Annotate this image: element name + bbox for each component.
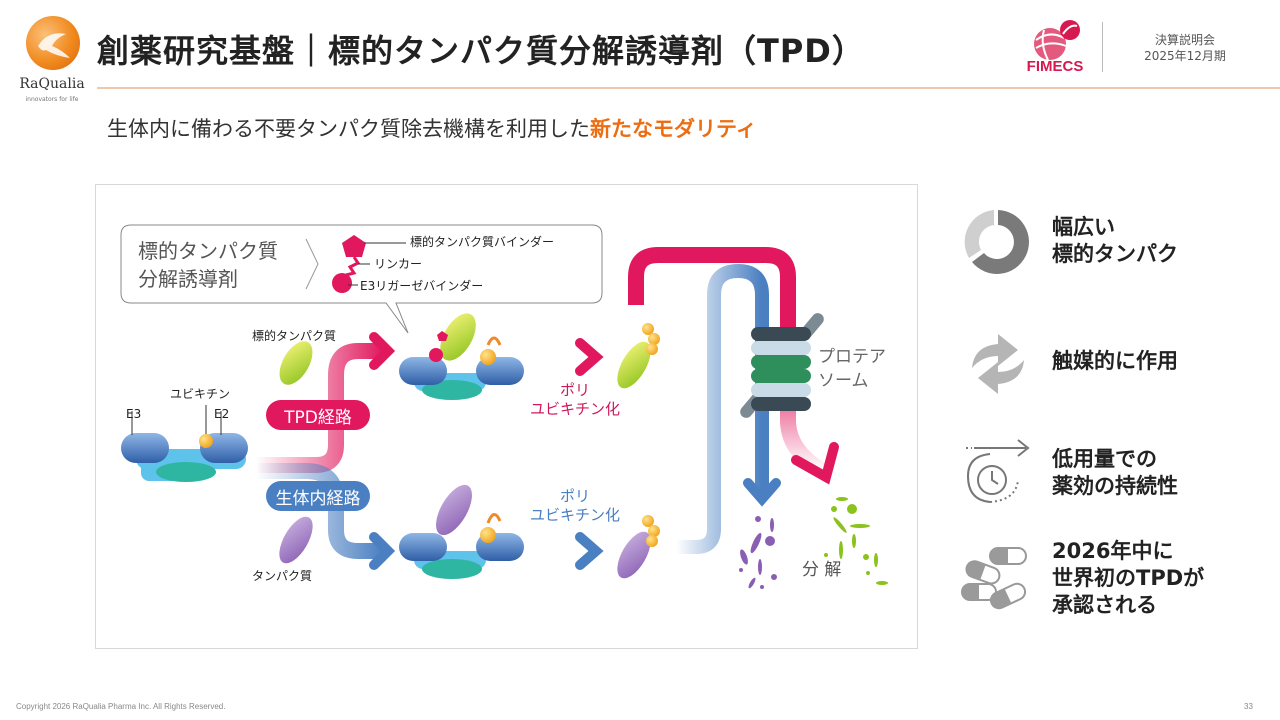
feature-2-line1: 触媒的に作用: [1052, 349, 1178, 373]
clock-arrow-icon: [960, 438, 1036, 514]
e3-binder-icon: [332, 273, 352, 293]
callout-title-line2: 分解誘導剤: [138, 267, 238, 291]
logo-name: RaQualia: [19, 76, 85, 92]
purple-fragments: [739, 516, 777, 589]
native-pathway-label: 生体内経路: [275, 489, 361, 509]
tpd-callout: [120, 224, 603, 334]
label-target-protein: 標的タンパク質: [252, 329, 337, 343]
page-title: 創薬研究基盤｜標的タンパク質分解誘導剤（TPD）: [97, 32, 865, 70]
polyubiquitinated-protein: [617, 515, 660, 579]
native-polyubiquitination-label: ポリ ユビキチン化: [520, 487, 630, 525]
page-subtitle: 生体内に備わる不要タンパク質除去機構を利用した新たなモダリティ: [107, 113, 757, 143]
polyub-line2: ユビキチン化: [529, 506, 620, 524]
legend-e3-binder: E3リガーゼバインダー: [360, 279, 484, 293]
legend-target-binder: 標的タンパク質バインダー: [410, 235, 555, 249]
subtitle-highlight: 新たなモダリティ: [590, 117, 757, 141]
feature-low-dose: 低用量での 薬効の持続性: [960, 438, 1260, 518]
feature-catalytic: 触媒的に作用: [960, 326, 1260, 406]
meeting-title: 決算説明会: [1154, 33, 1215, 47]
proteasome-label: プロテア ソーム: [818, 345, 886, 393]
fimecs-globe-icon: [1034, 20, 1080, 61]
meeting-period: 2025年12月期: [1144, 49, 1226, 63]
label-e3: E3: [126, 407, 142, 421]
feature-4-line3: 承認される: [1052, 593, 1157, 617]
feature-4-line2: 世界初のTPDが: [1052, 566, 1205, 590]
polyub-line1: ポリ: [559, 487, 590, 505]
tpd-polyubiquitination-label: ポリ ユビキチン化: [520, 381, 630, 419]
green-fragments: [824, 497, 888, 585]
target-binder-icon: [342, 235, 366, 257]
meeting-info: 決算説明会 2025年12月期: [1120, 32, 1250, 64]
fimecs-wordmark: FIMECS: [1026, 58, 1084, 75]
capsules-icon: [960, 538, 1036, 614]
logo-tagline: innovators for life: [25, 96, 79, 103]
page-number: 33: [1244, 702, 1253, 711]
fimecs-logo: FIMECS: [1020, 18, 1090, 78]
feature-1-line1: 幅広い: [1052, 215, 1115, 239]
proteasome-line1: プロテア: [818, 347, 886, 367]
callout-title: 標的タンパク質 分解誘導剤: [138, 237, 278, 293]
recycle-arrows-icon: [960, 326, 1036, 402]
donut-chart-icon: [960, 204, 1036, 280]
label-protein: タンパク質: [252, 569, 313, 583]
label-ubiquitin: ユビキチン: [170, 387, 231, 401]
copyright: Copyright 2026 RaQualia Pharma Inc. All …: [16, 702, 226, 711]
degradation-label: 分 解: [802, 560, 842, 580]
polyub-line1: ポリ: [559, 381, 590, 399]
feature-3-line1: 低用量での: [1052, 447, 1157, 471]
e3-e2-complex: [121, 405, 248, 482]
feature-1-line2: 標的タンパク: [1052, 242, 1178, 266]
target-protein-icon: [279, 341, 313, 385]
legend-linker: リンカー: [374, 257, 423, 271]
feature-broad-targets: 幅広い 標的タンパク: [960, 204, 1260, 284]
callout-title-line1: 標的タンパク質: [138, 239, 278, 263]
header-divider: [97, 87, 1280, 89]
tpd-pathway-pill: [266, 400, 370, 430]
tpd-mechanism-diagram: 標的タンパク質 分解誘導剤 標的タンパク質バインダー リンカー E3リガーゼバイ…: [95, 184, 918, 649]
raqualia-logo: RaQualia innovators for life: [12, 16, 90, 106]
header-vertical-divider: [1102, 22, 1103, 72]
native-pathway-pill: [266, 481, 370, 511]
tpd-ternary-complex: [399, 313, 524, 400]
native-complex: [399, 484, 524, 579]
raqualia-logo-mark-icon: [26, 16, 80, 70]
feature-4-line1: 2026年中に: [1052, 539, 1174, 563]
polyubiquitinated-target: [617, 323, 660, 389]
native-pathway-arrow: [256, 263, 781, 570]
proteasome-line2: ソーム: [818, 371, 869, 391]
label-e2: E2: [214, 407, 230, 421]
feature-first-approval: 2026年中に 世界初のTPDが 承認される: [960, 538, 1260, 628]
feature-3-line2: 薬効の持続性: [1052, 474, 1178, 498]
proteasome-icon: [740, 313, 824, 418]
tpd-pathway-label: TPD経路: [284, 408, 352, 428]
native-protein-icon: [279, 516, 313, 564]
linker-icon: [345, 256, 361, 277]
polyub-line2: ユビキチン化: [529, 400, 620, 418]
subtitle-text: 生体内に備わる不要タンパク質除去機構を利用した: [107, 117, 590, 141]
